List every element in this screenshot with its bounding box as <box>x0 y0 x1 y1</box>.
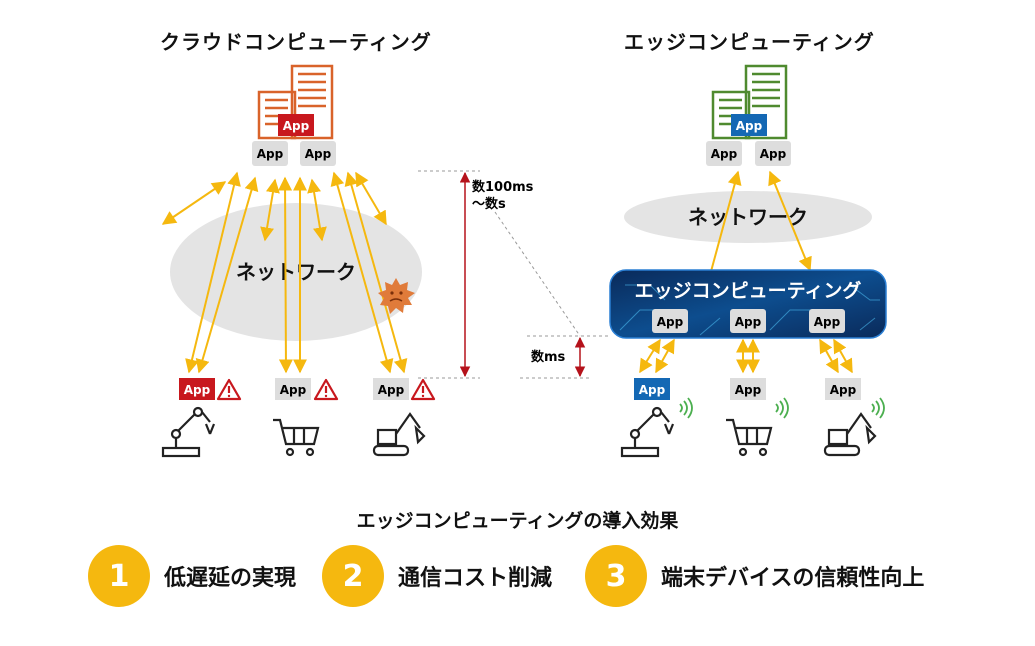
edge-device-app-label: App <box>639 383 666 397</box>
cloud-communication-arrows <box>161 171 408 374</box>
edge-device-arrows <box>639 338 853 374</box>
cloud-title: クラウドコンピューティング <box>160 30 432 54</box>
cloud-app-label: App <box>305 147 332 161</box>
edge-app-label: App <box>760 147 787 161</box>
cloud-server-app-badge <box>278 114 314 136</box>
edge-latency-label: 数ms <box>531 349 566 365</box>
congestion-icon <box>378 278 415 314</box>
benefit-item: 1 低遅延の実現 <box>88 545 296 607</box>
cloud-app-box <box>252 141 288 166</box>
device-app-label: App <box>378 383 405 397</box>
edge-device-app-badge <box>634 378 670 400</box>
edge-device-app-badge <box>730 378 766 400</box>
shopping-cart-icon <box>273 418 320 457</box>
device-app-badge <box>373 378 409 400</box>
device-app-badge-alert <box>179 378 215 400</box>
cloud-latency-label: 数100ms 〜数s <box>472 179 538 212</box>
device-app-label: App <box>280 383 307 397</box>
edge-device-app-label: App <box>830 383 857 397</box>
warning-icon <box>410 378 436 401</box>
edge-network-label: ネットワーク <box>688 205 808 229</box>
edge-app-box <box>755 141 791 166</box>
cloud-server-app-label: App <box>283 119 310 133</box>
cloud-network-label: ネットワーク <box>236 260 356 284</box>
edge-layer-app-label: App <box>657 315 684 329</box>
edge-server-app-badge <box>731 114 767 136</box>
warning-icon <box>313 378 339 401</box>
device-app-label: App <box>184 383 211 397</box>
robot-arm-icon <box>620 406 675 458</box>
excavator-icon <box>372 412 426 457</box>
benefit-number-badge: 2 <box>322 545 384 607</box>
benefit-item: 2 通信コスト削減 <box>322 545 552 607</box>
benefit-number-badge: 1 <box>88 545 150 607</box>
edge-device-app-label: App <box>735 383 762 397</box>
cloud-app-box <box>300 141 336 166</box>
edge-app-label: App <box>711 147 738 161</box>
wireless-signal-icon <box>871 397 885 419</box>
edge-title: エッジコンピューティング <box>624 30 875 54</box>
edge-layer-app-label: App <box>735 315 762 329</box>
computing-diagram: ネットワーク App App App App App App <box>161 64 887 458</box>
benefit-label: 低遅延の実現 <box>164 566 297 591</box>
edge-layer-app-box <box>730 309 766 333</box>
edge-layer-title: エッジコンピューティング <box>635 279 862 302</box>
cloud-latency-bracket <box>418 170 590 379</box>
cloud-app-label: App <box>257 147 284 161</box>
cloud-server-building-icon <box>257 64 334 140</box>
warning-icon <box>216 378 242 401</box>
edge-device-app-badge <box>825 378 861 400</box>
edge-app-box <box>706 141 742 166</box>
benefits-title: エッジコンピューティングの導入効果 <box>356 510 679 532</box>
edge-layer-app-label: App <box>814 315 841 329</box>
edge-latency-bracket <box>527 335 610 378</box>
benefit-number-badge: 3 <box>585 545 647 607</box>
benefit-item: 3 端末デバイスの信頼性向上 <box>585 545 924 607</box>
excavator-icon <box>823 412 877 457</box>
benefit-label: 通信コスト削減 <box>398 566 553 591</box>
edge-layer-app-box <box>652 309 688 333</box>
edge-server-app-label: App <box>736 119 763 133</box>
robot-arm-icon <box>161 406 216 458</box>
edge-layer-app-box <box>809 309 845 333</box>
shopping-cart-icon <box>726 418 773 457</box>
benefit-label: 端末デバイスの信頼性向上 <box>661 566 925 591</box>
wireless-signal-icon <box>679 397 693 419</box>
wireless-signal-icon <box>775 397 789 419</box>
device-app-badge <box>275 378 311 400</box>
